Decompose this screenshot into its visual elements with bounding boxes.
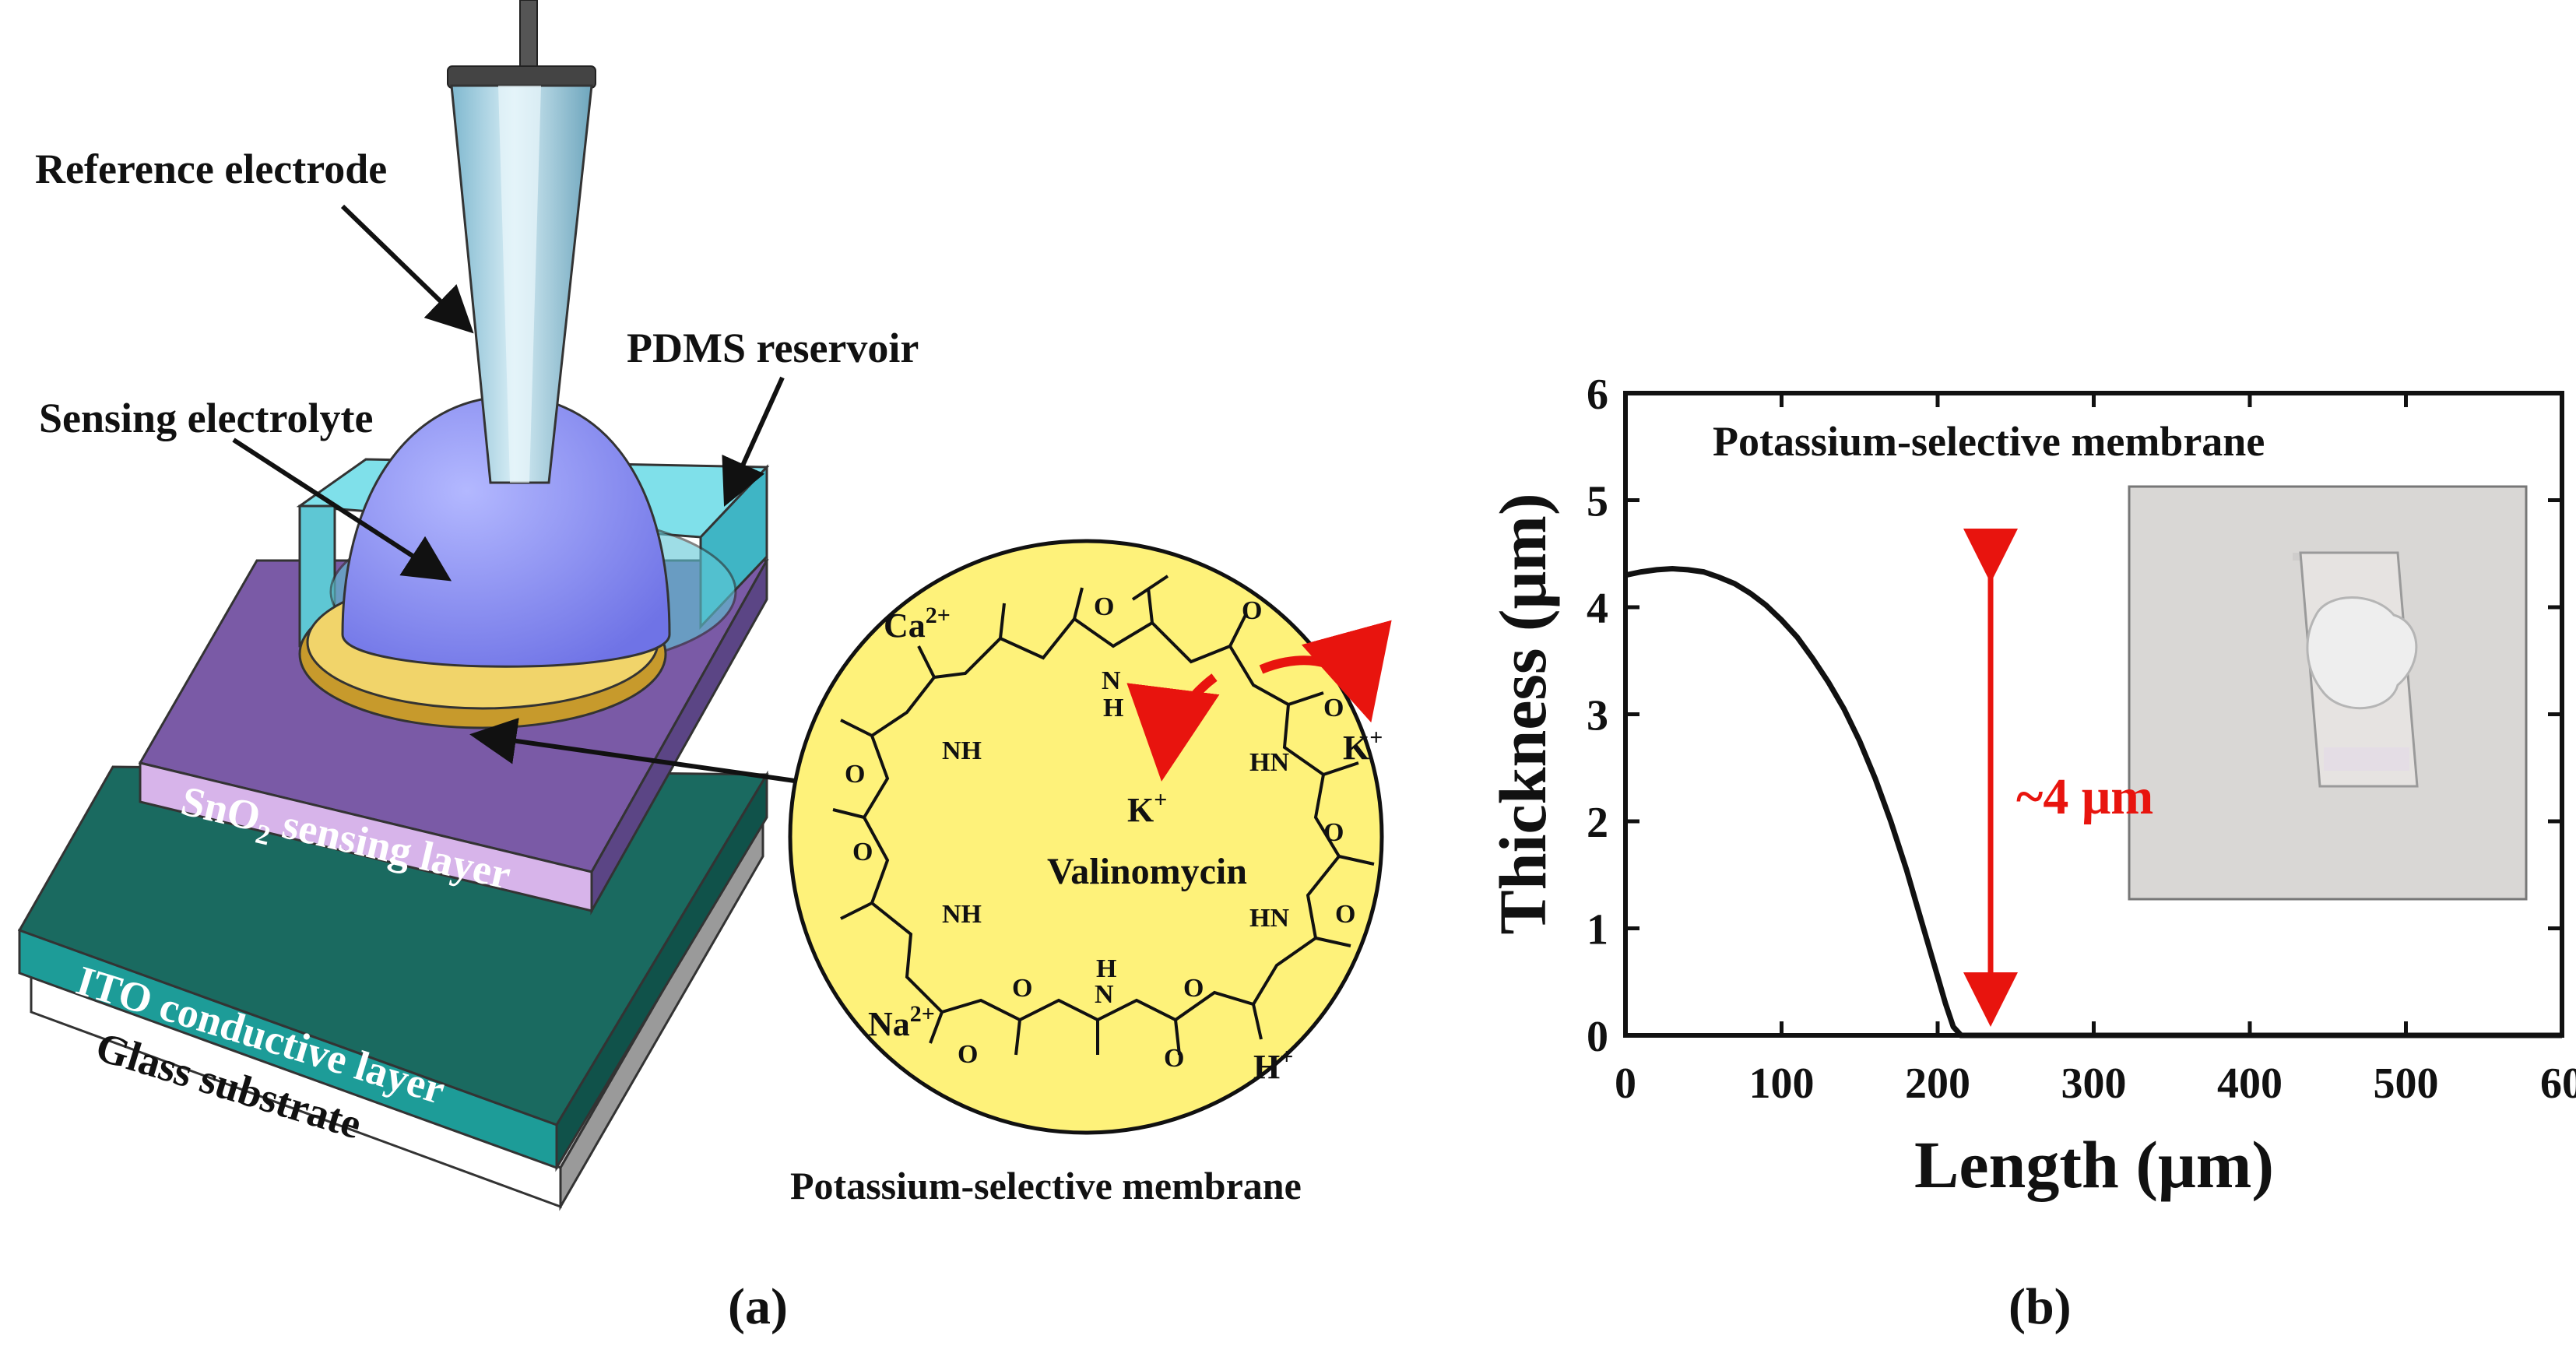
panel-a: Reference electrode PDMS reservoir Sensi… xyxy=(17,0,1392,1335)
atom-o-10: O xyxy=(958,1040,978,1069)
atom-nh-2: NH xyxy=(942,900,982,929)
atom-n-2: N xyxy=(1095,980,1114,1009)
membrane-callout-arrow xyxy=(469,718,807,785)
ion-k-right: K+ xyxy=(1343,725,1383,767)
molecule-name: Valinomycin xyxy=(1047,851,1247,892)
pdms-reservoir-arrow xyxy=(722,376,785,507)
membrane-caption: Potassium-selective membrane xyxy=(790,1164,1302,1207)
valinomycin-ring-bonds xyxy=(862,617,1341,1022)
y-axis: 0 1 2 3 4 5 6 xyxy=(1587,371,2562,1061)
atom-o-8: O xyxy=(1012,974,1032,1003)
reference-electrode-arrow xyxy=(340,204,474,334)
atom-h-1: H xyxy=(1103,694,1123,722)
panel-a-caption: (a) xyxy=(728,1278,788,1335)
x-tick-label: 500 xyxy=(2374,1060,2439,1108)
atom-nh-1: NH xyxy=(942,736,982,765)
y-tick-label: 0 xyxy=(1587,1013,1608,1061)
atom-n-1: N xyxy=(1102,666,1121,695)
membrane-blob xyxy=(2306,596,2418,710)
label-sensing-electrolyte: Sensing electrolyte xyxy=(39,395,373,441)
x-axis-label: Length (μm) xyxy=(1914,1127,2274,1202)
panel-b-caption: (b) xyxy=(2008,1278,2072,1335)
valinomycin-side-chains xyxy=(832,575,1375,1056)
inset-photo xyxy=(2128,485,2528,901)
ion-h: H+ xyxy=(1253,1044,1293,1086)
ion-ca: Ca2+ xyxy=(884,603,951,645)
atom-o-9: O xyxy=(1183,974,1204,1003)
atom-o-1: O xyxy=(1094,592,1114,621)
atom-o-4: O xyxy=(845,760,865,789)
x-tick-label: 200 xyxy=(1905,1060,1970,1108)
valinomycin-diagram: Valinomycin O O O O O O O O O O O N H NH… xyxy=(788,539,1392,1135)
atom-o-6: O xyxy=(852,838,873,866)
thickness-curve xyxy=(1625,565,2562,1038)
y-tick-label: 1 xyxy=(1587,906,1608,954)
atom-hn-1: HN xyxy=(1249,748,1289,777)
electrolyte-arrow xyxy=(232,438,452,582)
atom-h-2: H xyxy=(1096,954,1116,983)
atom-o-3: O xyxy=(1323,694,1344,722)
k-exchange-arrow-left xyxy=(1126,673,1220,782)
x-tick-label: 300 xyxy=(2061,1060,2127,1108)
y-tick-label: 2 xyxy=(1587,799,1608,847)
ion-na: Na2+ xyxy=(868,1001,935,1043)
electrolyte-dome xyxy=(341,395,671,668)
atom-hn-2: HN xyxy=(1249,904,1289,933)
x-axis: 0 100 200 300 400 500 60 xyxy=(1615,393,2576,1108)
x-tick-label: 0 xyxy=(1615,1060,1636,1108)
panel-b: 0 1 2 3 4 5 6 0 100 200 300 400 500 60 Potassium-sel… xyxy=(1485,371,2576,1335)
x-tick-label: 60 xyxy=(2540,1060,2576,1108)
y-tick-label: 3 xyxy=(1587,692,1608,740)
atom-o-2: O xyxy=(1242,596,1262,625)
label-reference-electrode: Reference electrode xyxy=(35,146,387,192)
y-tick-label: 4 xyxy=(1587,585,1608,633)
label-pdms-reservoir: PDMS reservoir xyxy=(627,325,919,371)
x-tick-label: 400 xyxy=(2217,1060,2283,1108)
y-tick-label: 5 xyxy=(1587,478,1608,526)
y-axis-label: Thickness (μm) xyxy=(1485,493,1560,934)
atom-o-7: O xyxy=(1335,900,1355,929)
k-exchange-arrow-right xyxy=(1259,620,1392,723)
atom-o-11: O xyxy=(1164,1044,1184,1073)
atom-o-5: O xyxy=(1323,818,1344,847)
thickness-annotation: ~4 μm xyxy=(2016,768,2153,825)
y-tick-label: 6 xyxy=(1587,371,1608,419)
reference-electrode xyxy=(447,0,596,484)
ion-k-left: K+ xyxy=(1127,787,1167,829)
x-tick-label: 100 xyxy=(1749,1060,1815,1108)
plot-title: Potassium-selective membrane xyxy=(1713,418,2265,465)
